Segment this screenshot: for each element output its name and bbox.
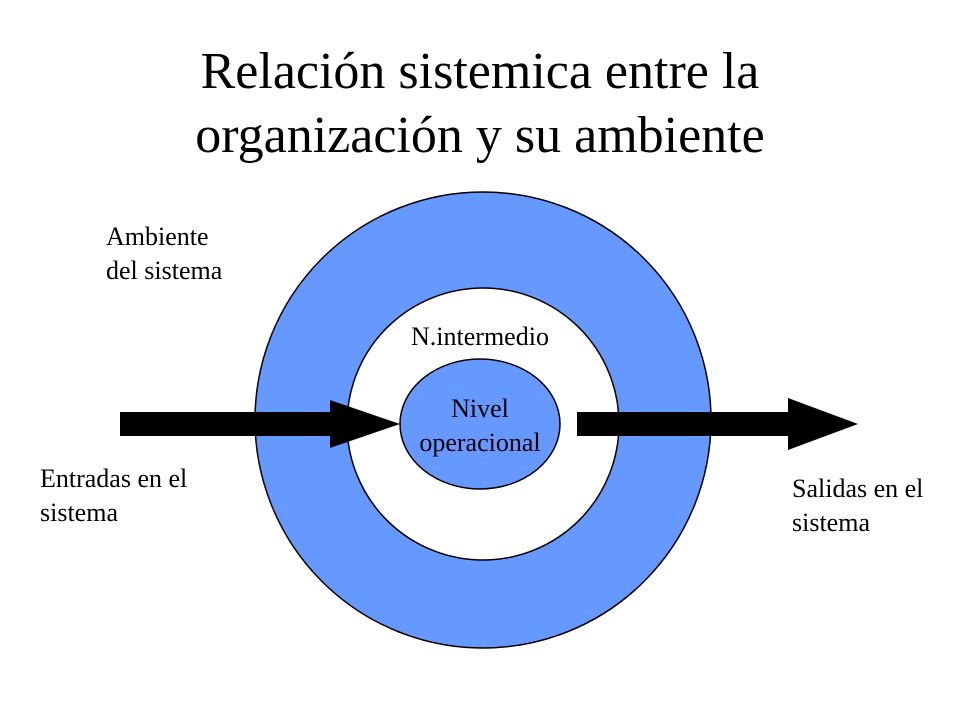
operational-level-label: Nivel operacional (380, 392, 580, 460)
operational-label-line-2: operacional (419, 428, 541, 457)
outputs-label-line-1: Salidas en el (792, 474, 924, 503)
environment-label-line-1: Ambiente (106, 222, 209, 251)
operational-label-line-1: Nivel (451, 394, 509, 423)
input-arrow (120, 400, 400, 448)
inputs-label-line-1: Entradas en el (40, 464, 188, 493)
inputs-label: Entradas en el sistema (40, 462, 187, 530)
environment-label-line-2: del sistema (106, 256, 223, 285)
inputs-label-line-2: sistema (40, 498, 118, 527)
title-line-1: Relación sistemica entre la (200, 43, 760, 100)
page-title: Relación sistemica entre la organización… (0, 40, 960, 168)
outputs-label-line-2: sistema (792, 508, 870, 537)
environment-label: Ambiente del sistema (106, 220, 222, 288)
outputs-label: Salidas en el sistema (792, 472, 923, 540)
intermediate-level-label: N.intermedio (380, 320, 580, 354)
title-line-2: organización y su ambiente (195, 107, 765, 164)
output-arrow (577, 398, 858, 450)
intermediate-label-text: N.intermedio (411, 322, 549, 351)
